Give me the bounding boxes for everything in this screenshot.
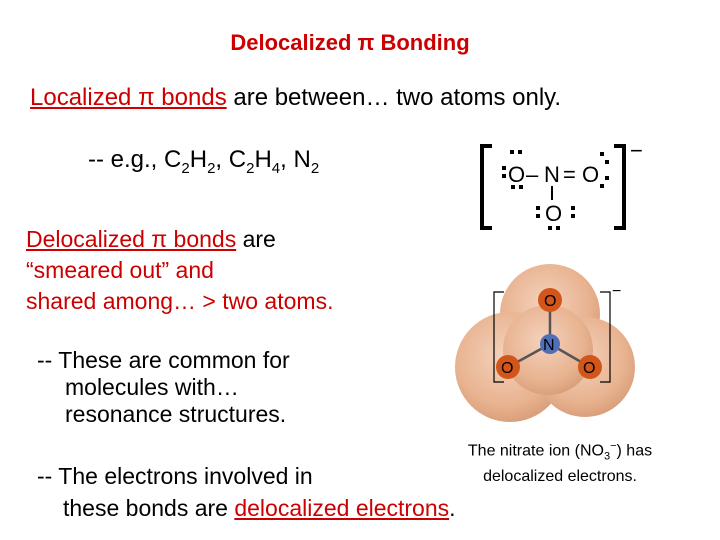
caption-line1: The nitrate ion (NO3−) has	[467, 440, 653, 463]
lewis-structure: − O – N = O O	[480, 138, 643, 230]
oxygen-atom-top	[538, 288, 562, 312]
oxygen-atom-left	[496, 355, 520, 379]
lewis-single-bond: –	[526, 162, 539, 187]
nitrate-caption: The nitrate ion (NO3−) has delocalized e…	[430, 436, 690, 487]
delocalized-line2: “smeared out” and	[26, 257, 214, 283]
note1-line2: molecules with…	[65, 374, 239, 400]
localized-definition: Localized π bonds are between… two atoms…	[30, 84, 561, 112]
model-label-o-left: O	[501, 360, 513, 377]
examples-prefix: -- e.g.,	[88, 146, 165, 173]
resonance-note: -- These are common for molecules with… …	[37, 347, 290, 428]
page-title: Delocalized π Bonding	[230, 30, 470, 55]
examples-line: -- e.g., C2H2, C2H4, N2	[88, 146, 320, 177]
nitrogen-atom	[540, 334, 560, 354]
note1-line1: -- These are common for	[37, 347, 290, 373]
note1-line3: resonance structures.	[65, 401, 287, 427]
formula-c2h4: C2H4	[228, 146, 281, 177]
formula-c2h2: C2H2	[164, 146, 216, 177]
delocalized-electrons-term: delocalized electrons	[234, 495, 450, 521]
model-left-bracket	[493, 291, 504, 383]
lewis-double-bond: =	[563, 162, 576, 187]
lewis-charge: −	[630, 138, 643, 163]
delocalized-electrons-note: -- The electrons involved in these bonds…	[37, 460, 456, 524]
model-right-bracket	[600, 291, 611, 383]
note2-line1: -- The electrons involved in	[37, 463, 313, 489]
left-bracket	[480, 144, 492, 230]
delocalized-line3: shared among… > two atoms.	[26, 288, 334, 314]
delocalized-term: Delocalized π bonds	[26, 226, 237, 252]
right-bracket	[614, 144, 626, 230]
note2-line2: these bonds are delocalized electrons.	[63, 495, 456, 521]
oxygen-atom-right	[578, 355, 602, 379]
model-label-o-top: O	[544, 293, 556, 310]
caption-line2: delocalized electrons.	[483, 467, 637, 485]
lone-pairs	[502, 150, 609, 230]
lewis-atom-o-right: O	[582, 162, 599, 187]
delocalized-definition: Delocalized π bonds are “smeared out” an…	[26, 224, 446, 317]
delocalized-rest: are	[236, 226, 276, 252]
model-label-n: N	[543, 337, 555, 354]
formula-n2: N2	[293, 146, 320, 177]
lewis-atom-n: N	[544, 162, 560, 187]
nitrate-model: − O N O O	[455, 264, 635, 422]
model-label-o-right: O	[583, 360, 595, 377]
lewis-atom-o-bottom: O	[545, 201, 562, 226]
model-charge: −	[612, 283, 621, 300]
lewis-atom-o-left: O	[508, 162, 525, 187]
localized-term: Localized π bonds	[30, 84, 227, 111]
localized-rest: are between… two atoms only.	[226, 84, 562, 111]
